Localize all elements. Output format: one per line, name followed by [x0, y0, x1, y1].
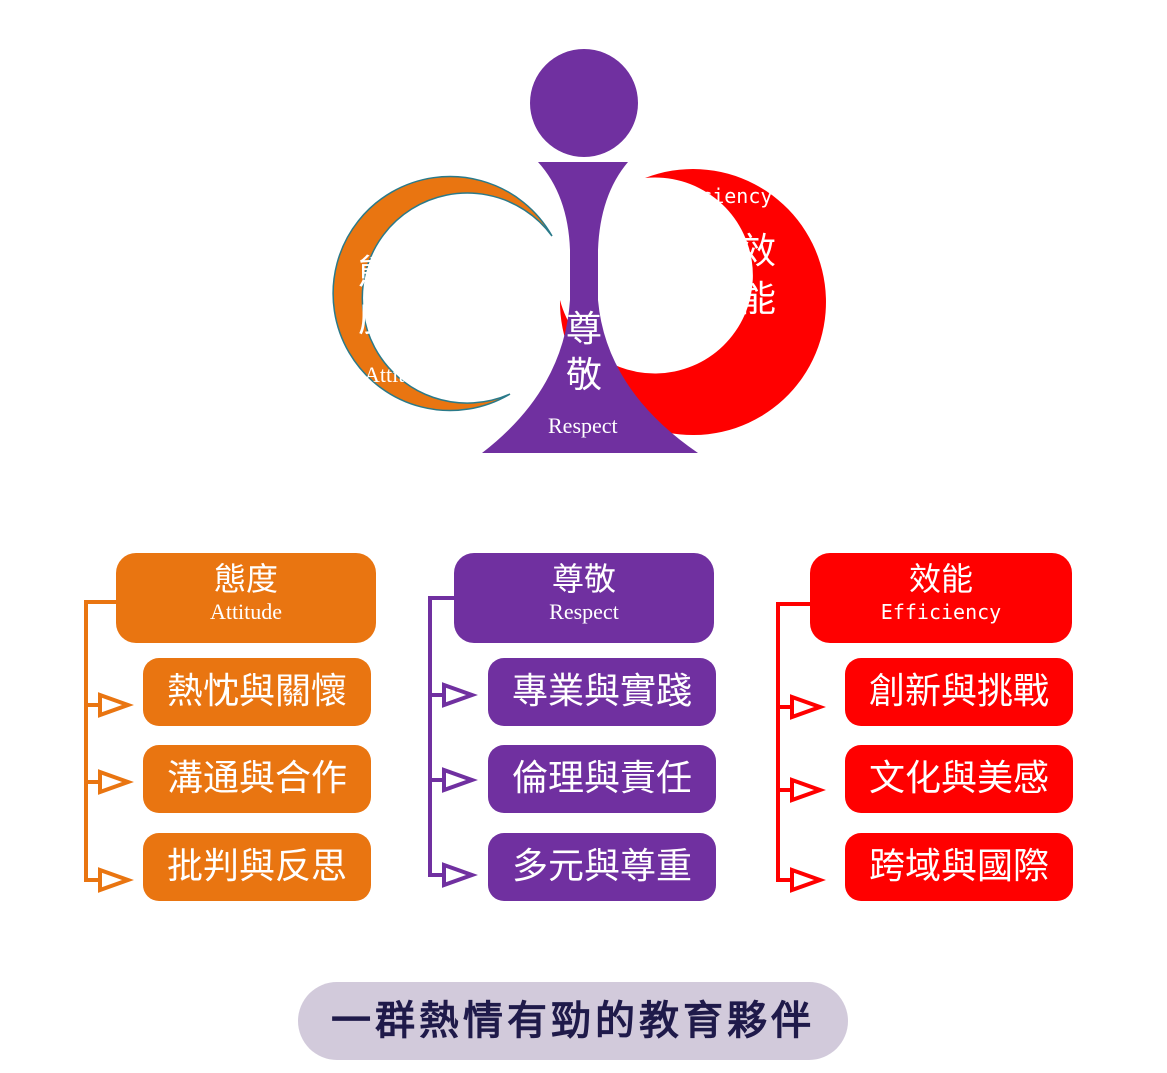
efficiency-header-zh: 效能	[908, 560, 973, 598]
logo-respect-en: Respect	[548, 413, 618, 438]
logo-attitude-en: Attitude	[364, 362, 437, 387]
logo-respect-zh-1: 尊	[566, 309, 603, 350]
respect-head	[530, 49, 638, 157]
core-values-logo: 態 度 Attitude 尊 敬 Respect Efficiency 效 能	[0, 0, 1167, 470]
slogan-banner: 一群熱情有勁的教育夥伴	[298, 982, 848, 1060]
attitude-item-1: 熱忱與關懷	[143, 658, 371, 726]
logo-efficiency-en: Efficiency	[652, 184, 773, 208]
efficiency-connectors	[776, 602, 826, 893]
efficiency-header: 效能 Efficiency	[810, 553, 1072, 643]
logo-efficiency-zh-2: 能	[740, 279, 777, 320]
logo-graphic	[332, 49, 826, 453]
attitude-crescent	[332, 175, 553, 412]
attitude-header: 態度 Attitude	[116, 553, 376, 643]
logo-respect-zh-2: 敬	[566, 355, 603, 396]
efficiency-crescent	[559, 169, 826, 436]
attitude-header-en: Attitude	[209, 599, 283, 624]
respect-item-1: 專業與實踐	[488, 658, 716, 726]
efficiency-item-3: 跨域與國際	[845, 833, 1073, 901]
respect-header-en: Respect	[549, 599, 619, 624]
respect-item-2: 倫理與責任	[488, 745, 716, 813]
efficiency-item-1: 創新與挑戰	[845, 658, 1073, 726]
attitude-header-zh: 態度	[213, 560, 278, 598]
logo-efficiency-zh-1: 效	[740, 231, 777, 272]
attitude-connectors	[84, 600, 134, 893]
respect-item-3: 多元與尊重	[488, 833, 716, 901]
logo-attitude-zh-1: 態	[358, 253, 395, 294]
efficiency-item-2: 文化與美感	[845, 745, 1073, 813]
attitude-item-3: 批判與反思	[143, 833, 371, 901]
respect-header-zh: 尊敬	[551, 560, 616, 598]
respect-body	[482, 162, 698, 453]
efficiency-header-en: Efficiency	[880, 600, 1002, 624]
attitude-item-2: 溝通與合作	[143, 745, 371, 813]
logo-attitude-zh-2: 度	[358, 299, 395, 340]
respect-header: 尊敬 Respect	[454, 553, 714, 643]
